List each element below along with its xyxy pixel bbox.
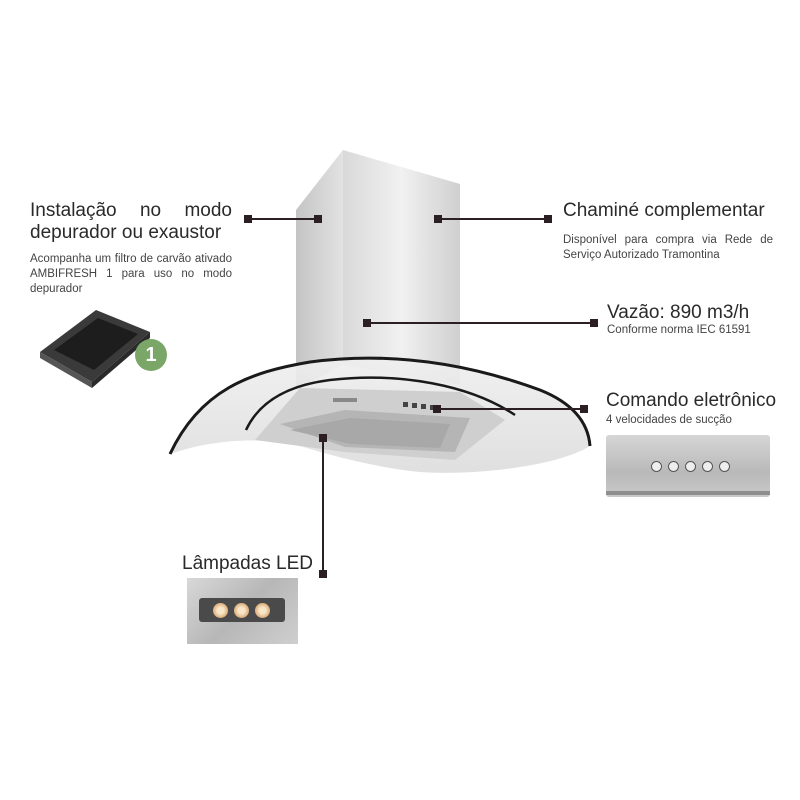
led-lamp-1 xyxy=(213,603,228,618)
led-title: Lâmpadas LED xyxy=(182,553,313,574)
led-lamp-3 xyxy=(255,603,270,618)
leader-flow xyxy=(366,322,594,324)
leader-control xyxy=(436,408,584,410)
control-title: Comando eletrônico xyxy=(606,390,777,411)
leader-install-start xyxy=(244,215,252,223)
control-description: 4 velocidades de sucção xyxy=(606,414,732,426)
installation-title: Instalação no modo depurador ou exaustor xyxy=(30,200,232,244)
flow-description: Conforme norma IEC 61591 xyxy=(607,324,751,336)
leader-led xyxy=(322,438,324,576)
installation-title-line2: depurador ou exaustor xyxy=(30,221,222,243)
control-panel-icon xyxy=(606,435,770,497)
led-lamp-2 xyxy=(234,603,249,618)
speed-button-1 xyxy=(651,461,662,472)
chimney-front xyxy=(343,150,460,385)
light-button xyxy=(719,461,730,472)
speed-button-3 xyxy=(685,461,696,472)
installation-description: Acompanha um filtro de carvão ativado AM… xyxy=(30,253,232,295)
filter-badge: 1 xyxy=(135,339,167,371)
speed-button-4 xyxy=(702,461,713,472)
glass-edge xyxy=(168,356,592,455)
flow-title: Vazão: 890 m3/h xyxy=(607,302,750,323)
leader-install xyxy=(246,218,318,220)
speed-button-2 xyxy=(668,461,679,472)
chimney-side xyxy=(296,150,343,390)
led-lamps-icon xyxy=(187,578,298,644)
chimney-description: Disponível para compra via Rede de Servi… xyxy=(563,234,773,261)
led-slot xyxy=(199,598,285,622)
leader-install-end xyxy=(314,215,322,223)
installation-title-line1: Instalação no modo xyxy=(30,200,232,221)
panel-bottom-trim xyxy=(606,491,770,495)
chimney-title: Chaminé complementar xyxy=(563,200,765,221)
leader-chimney xyxy=(437,218,549,220)
carbon-filter-icon xyxy=(40,310,150,388)
